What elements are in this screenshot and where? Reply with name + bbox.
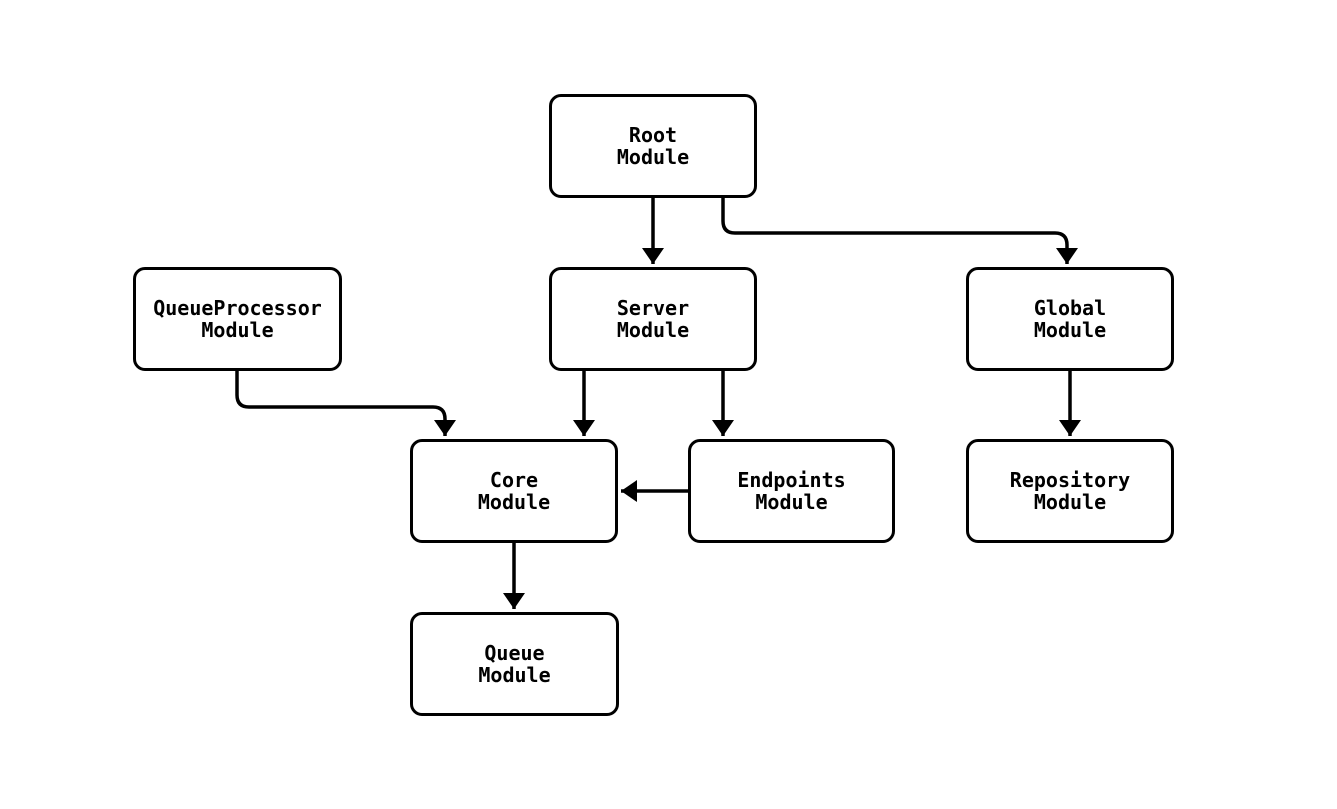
edges-group xyxy=(235,198,1081,609)
node-endpoints-module: Endpoints Module xyxy=(688,439,895,543)
node-label-queueprocessor-module: QueueProcessor Module xyxy=(153,296,322,342)
node-label-root-module: Root Module xyxy=(616,123,690,169)
node-global-module: Global Module xyxy=(966,267,1174,371)
node-label-server-module: Server Module xyxy=(616,296,690,342)
node-server-module: Server Module xyxy=(549,267,757,371)
node-repository-module: Repository Module xyxy=(966,439,1174,543)
node-label-endpoints-module: Endpoints Module xyxy=(737,468,846,514)
edge-queueprocessor-to-core xyxy=(235,371,456,436)
node-core-module: Core Module xyxy=(410,439,618,543)
node-label-repository-module: Repository Module xyxy=(1009,468,1131,514)
node-label-core-module: Core Module xyxy=(477,468,551,514)
node-root-module: Root Module xyxy=(549,94,757,198)
node-queueprocessor-module: QueueProcessor Module xyxy=(133,267,342,371)
edge-root-to-global xyxy=(721,198,1078,264)
node-label-queue-module: Queue Module xyxy=(478,641,551,687)
node-queue-module: Queue Module xyxy=(410,612,619,716)
node-label-global-module: Global Module xyxy=(1033,296,1107,342)
